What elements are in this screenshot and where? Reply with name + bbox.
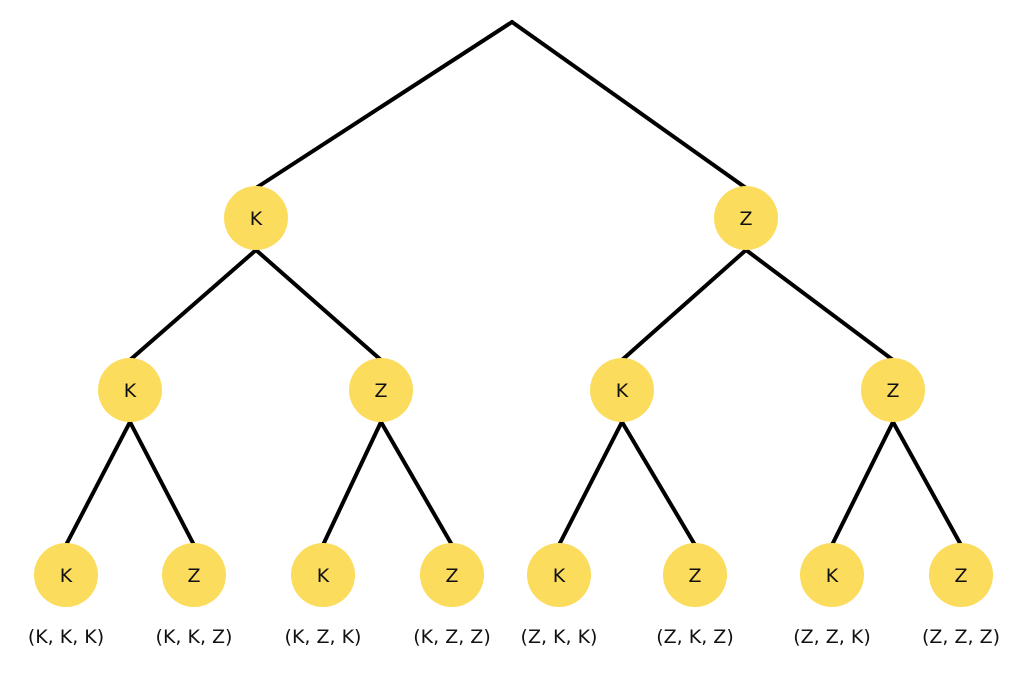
tree-edge-n11-n111 — [64, 420, 132, 547]
node-label: K — [616, 380, 629, 402]
node-circle — [291, 543, 355, 607]
tree-node-n211: K — [527, 543, 591, 607]
tree-nodes: K Z K Z K Z K Z K Z K Z K Z — [34, 186, 993, 607]
node-circle — [861, 358, 925, 422]
tree-node-n2: Z — [714, 186, 778, 250]
node-circle — [590, 358, 654, 422]
tree-node-n222: Z — [929, 543, 993, 607]
tree-node-n22: Z — [861, 358, 925, 422]
node-circle — [224, 186, 288, 250]
node-label: Z — [688, 565, 701, 587]
node-circle — [800, 543, 864, 607]
node-label: Z — [739, 208, 752, 230]
node-label: Z — [374, 380, 387, 402]
outcome-label-n222: (Z, Z, Z) — [922, 626, 1000, 648]
tree-edge-root-n1 — [254, 20, 514, 190]
tree-edge-n1-n12 — [254, 248, 383, 362]
tree-node-n11: K — [98, 358, 162, 422]
node-label: K — [826, 565, 839, 587]
node-circle — [34, 543, 98, 607]
tree-node-n21: K — [590, 358, 654, 422]
node-label: K — [250, 208, 263, 230]
outcome-label-n111: (K, K, K) — [28, 626, 104, 648]
tree-edges — [64, 20, 963, 547]
outcome-label-n212: (Z, K, Z) — [656, 626, 733, 648]
node-circle — [162, 543, 226, 607]
tree-edge-n11-n112 — [128, 420, 196, 547]
outcome-label-n121: (K, Z, K) — [285, 626, 362, 648]
node-label: Z — [954, 565, 967, 587]
tree-node-n212: Z — [663, 543, 727, 607]
node-label: K — [124, 380, 137, 402]
outcome-label-n211: (Z, K, K) — [521, 626, 598, 648]
node-circle — [349, 358, 413, 422]
node-label: K — [60, 565, 73, 587]
tree-edge-n21-n211 — [557, 420, 624, 547]
outcome-label-n221: (Z, Z, K) — [793, 626, 870, 648]
node-label: Z — [187, 565, 200, 587]
tree-edge-n12-n122 — [379, 420, 454, 547]
tree-node-n1: K — [224, 186, 288, 250]
tree-edge-n21-n212 — [620, 420, 697, 547]
node-label: K — [553, 565, 566, 587]
node-circle — [714, 186, 778, 250]
node-circle — [663, 543, 727, 607]
tree-node-n221: K — [800, 543, 864, 607]
tree-node-n12: Z — [349, 358, 413, 422]
node-circle — [98, 358, 162, 422]
outcome-label-n122: (K, Z, Z) — [413, 626, 490, 648]
node-circle — [527, 543, 591, 607]
tree-edge-n22-n222 — [891, 420, 963, 547]
tree-edge-n2-n21 — [620, 248, 748, 362]
node-circle — [929, 543, 993, 607]
node-label: Z — [886, 380, 899, 402]
tree-edge-root-n2 — [510, 20, 748, 190]
tree-edge-n2-n22 — [744, 248, 895, 362]
node-circle — [420, 543, 484, 607]
tree-node-n111: K — [34, 543, 98, 607]
outcome-label-n112: (K, K, Z) — [156, 626, 233, 648]
tree-edge-n12-n121 — [321, 420, 383, 547]
outcome-labels: (K, K, K) (K, K, Z) (K, Z, K) (K, Z, Z) (Z, … — [28, 626, 1000, 648]
tree-edge-n1-n11 — [128, 248, 258, 362]
node-label: Z — [445, 565, 458, 587]
tree-node-n122: Z — [420, 543, 484, 607]
tree-node-n112: Z — [162, 543, 226, 607]
tree-node-n121: K — [291, 543, 355, 607]
tree-edge-n22-n221 — [830, 420, 895, 547]
node-label: K — [317, 565, 330, 587]
